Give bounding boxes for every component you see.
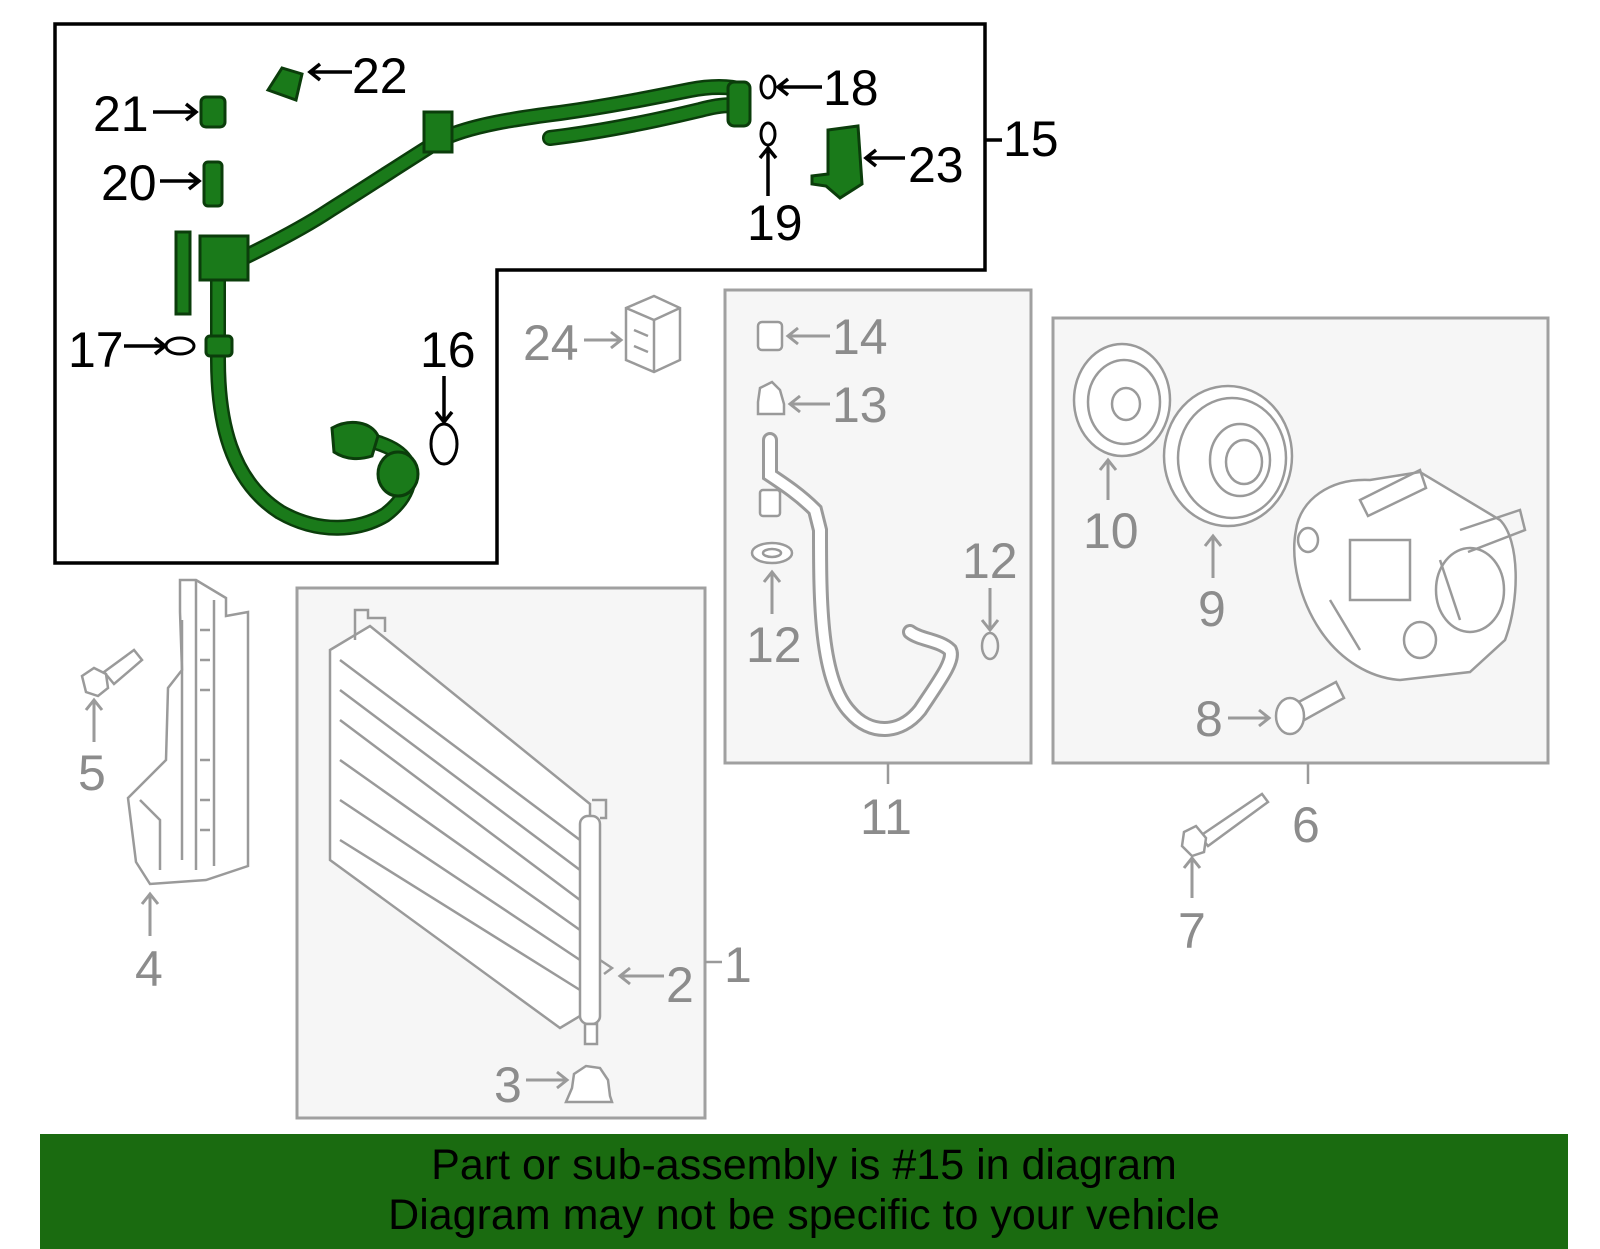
callout-1: 1 [724, 937, 752, 993]
callout-16: 16 [420, 322, 476, 378]
callout-14: 14 [832, 309, 888, 365]
callout-7: 7 [1178, 903, 1206, 959]
part-24-module[interactable] [624, 294, 682, 374]
callout-12-left: 12 [746, 617, 802, 673]
callout-18: 18 [823, 60, 879, 116]
part-5-bolt[interactable] [80, 648, 144, 698]
callout-19: 19 [747, 195, 803, 251]
callout-2: 2 [666, 957, 694, 1013]
part-7-bolt[interactable] [1180, 792, 1270, 858]
part-14-cap[interactable] [756, 320, 784, 352]
callout-3: 3 [494, 1057, 522, 1113]
callout-10: 10 [1083, 503, 1139, 559]
part-2-condenser[interactable] [328, 608, 615, 1046]
box-11 [723, 288, 1033, 765]
callout-22: 22 [352, 48, 408, 104]
part-3-nut[interactable] [564, 1064, 614, 1104]
ac-hose-assembly[interactable] [174, 79, 752, 536]
callout-11: 11 [860, 789, 912, 845]
part-22-cap[interactable] [265, 66, 304, 102]
callout-12-right: 12 [962, 533, 1018, 589]
assembly-15-frame [53, 22, 987, 565]
part-8-switch[interactable] [1274, 680, 1346, 736]
callout-15: 15 [1003, 111, 1059, 167]
part-4-side-panel[interactable] [126, 578, 250, 886]
part-12-oring-b[interactable] [980, 631, 1000, 661]
part-19-oring[interactable] [759, 121, 777, 147]
part-18-oring[interactable] [759, 74, 777, 100]
banner-line-2: Diagram may not be specific to your vehi… [388, 1191, 1220, 1239]
callout-6: 6 [1292, 797, 1320, 853]
info-banner: Part or sub-assembly is #15 in diagram D… [40, 1134, 1568, 1249]
callout-13: 13 [832, 377, 888, 433]
part-6-compressor[interactable] [1293, 468, 1527, 682]
callout-23: 23 [908, 137, 964, 193]
part-23-valve[interactable] [810, 124, 864, 200]
part-11-hose[interactable] [758, 432, 959, 737]
callout-20: 20 [101, 155, 157, 211]
callout-5: 5 [78, 745, 106, 801]
callout-24: 24 [523, 315, 579, 371]
callout-17: 17 [68, 322, 124, 378]
callout-9: 9 [1198, 581, 1226, 637]
callout-21: 21 [93, 86, 149, 142]
banner-line-1: Part or sub-assembly is #15 in diagram [431, 1141, 1177, 1189]
part-13-valve[interactable] [756, 380, 786, 416]
callout-8: 8 [1195, 691, 1223, 747]
part-20-valve[interactable] [202, 160, 224, 208]
part-12-gasket-a[interactable] [750, 541, 794, 565]
part-21-cap[interactable] [199, 95, 227, 129]
callout-4: 4 [135, 941, 163, 997]
part-9-pulley[interactable] [1162, 384, 1294, 528]
part-10-clutch-plate[interactable] [1072, 342, 1172, 458]
